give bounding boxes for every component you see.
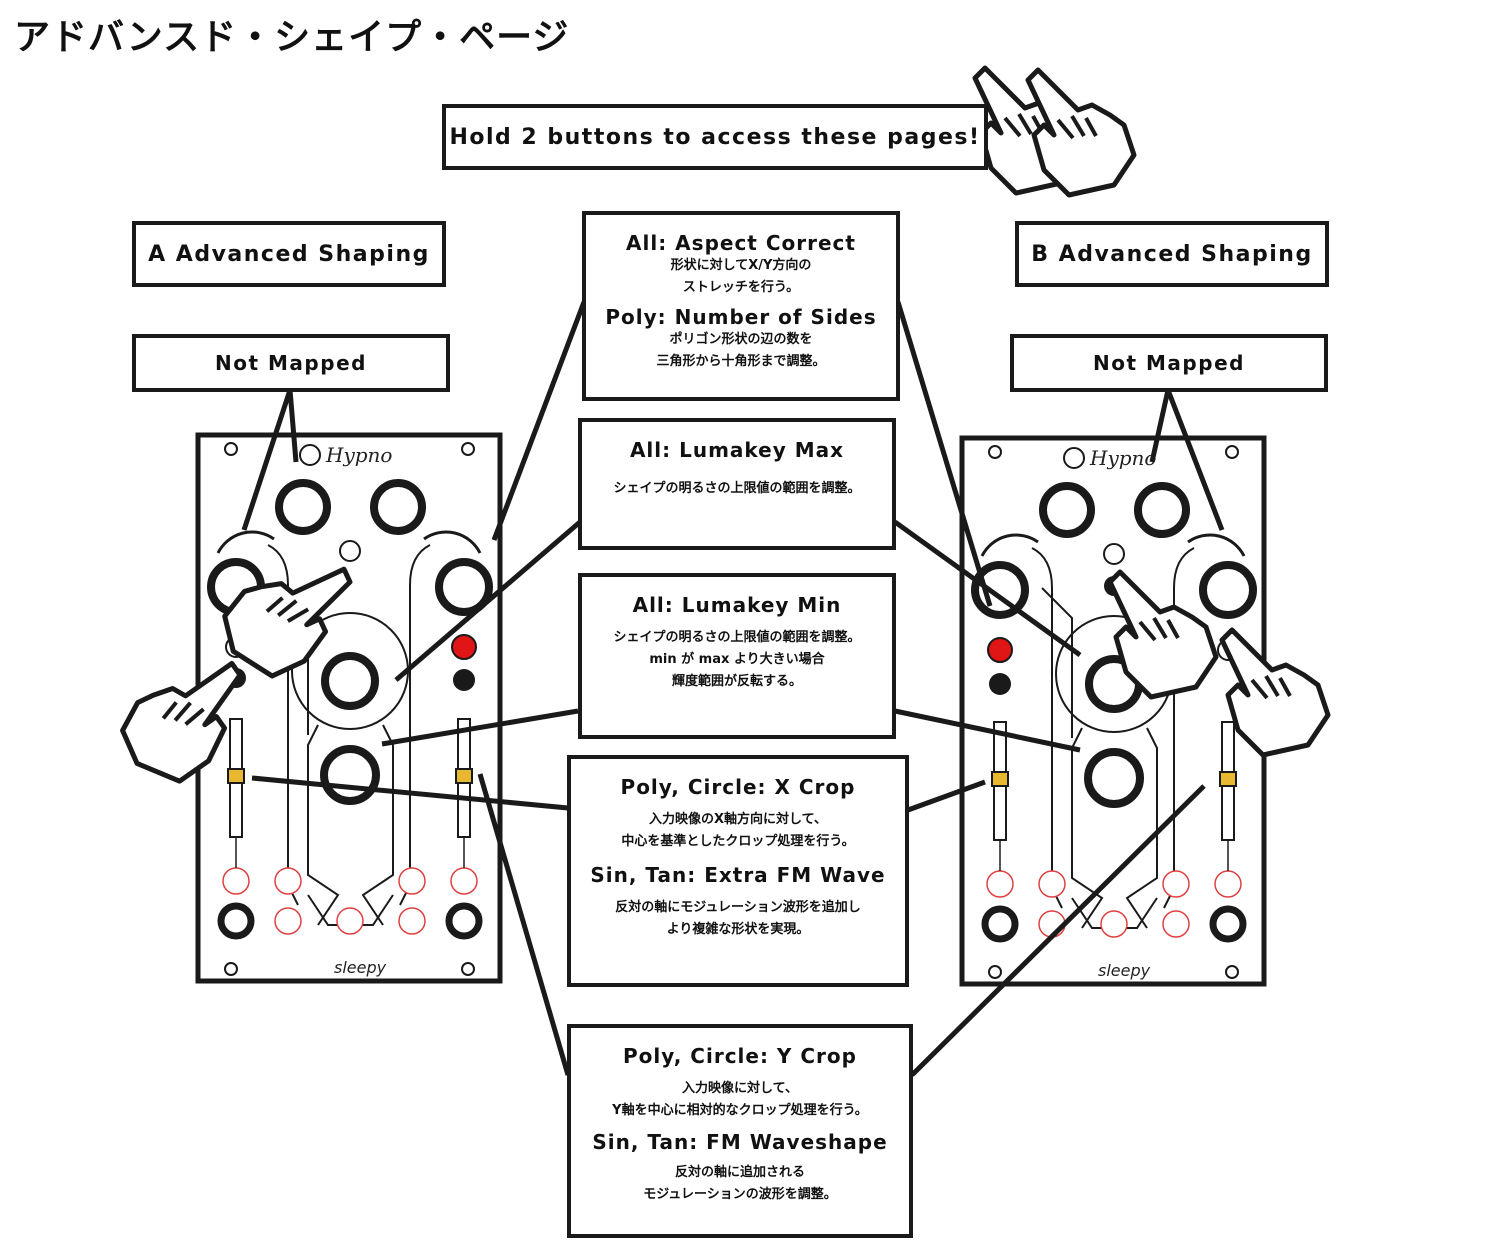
module-a-brand: Hypno xyxy=(325,443,392,467)
page-title: アドバンスド・シェイプ・ページ xyxy=(14,17,570,58)
aspect-heading: All: Aspect Correct xyxy=(626,231,856,255)
module-b-brand: Hypno xyxy=(1089,446,1156,470)
module-b-black-button[interactable] xyxy=(989,673,1011,695)
a-advanced-shaping-header: A Advanced Shaping xyxy=(132,221,446,287)
module-a-red-button[interactable] xyxy=(451,634,477,660)
module-b-red-button[interactable] xyxy=(987,637,1013,663)
aspect-correct-box: All: Aspect Correct 形状に対してX/Y方向の ストレッチを行… xyxy=(582,211,900,401)
b-not-mapped-label: Not Mapped xyxy=(1010,334,1328,392)
module-a-black-button-right[interactable] xyxy=(453,669,475,691)
leader-lines xyxy=(241,301,1225,1077)
sides-heading: Poly: Number of Sides xyxy=(605,305,877,329)
hold-buttons-banner: Hold 2 buttons to access these pages! xyxy=(442,104,988,170)
x-crop-box: Poly, Circle: X Crop 入力映像のX軸方向に対して、 中心を基… xyxy=(567,755,909,987)
a-not-mapped-label: Not Mapped xyxy=(132,334,450,392)
hold-buttons-label: Hold 2 buttons to access these pages! xyxy=(449,124,981,150)
module-a-maker: sleepy xyxy=(334,958,387,977)
b-advanced-shaping-header: B Advanced Shaping xyxy=(1015,221,1329,287)
lumakey-max-box: All: Lumakey Max シェイプの明るさの上限値の範囲を調整。 xyxy=(578,418,896,550)
module-b-maker: sleepy xyxy=(1098,961,1151,980)
y-crop-box: Poly, Circle: Y Crop 入力映像に対して、 Y軸を中心に相対的… xyxy=(567,1024,913,1238)
module-a: Hypno sleepy xyxy=(198,435,500,981)
lumakey-min-box: All: Lumakey Min シェイプの明るさの上限値の範囲を調整。 min… xyxy=(578,573,896,739)
